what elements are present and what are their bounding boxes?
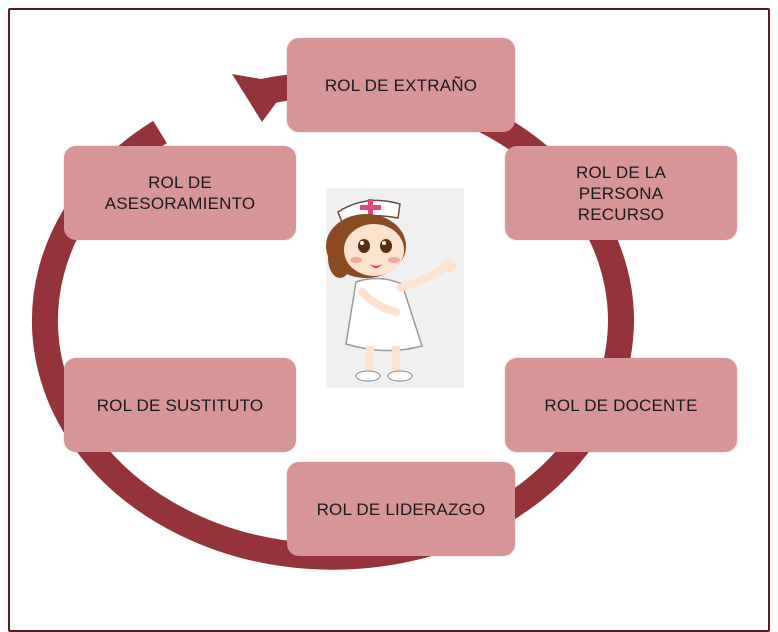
role-extrano: ROL DE EXTRAÑO <box>287 38 515 132</box>
nurse-illustration <box>326 188 464 388</box>
role-sustituto: ROL DE SUSTITUTO <box>64 358 296 452</box>
role-asesoramiento-label: ROL DE ASESORAMIENTO <box>104 173 256 213</box>
role-asesoramiento: ROL DE ASESORAMIENTO <box>64 146 296 240</box>
role-extrano-label: ROL DE EXTRAÑO <box>324 75 478 95</box>
role-liderazgo-label: ROL DE LIDERAZGO <box>316 499 486 519</box>
role-sustituto-label: ROL DE SUSTITUTO <box>96 395 264 415</box>
role-persona-recurso-label: ROL DE LA PERSONA RECURSO <box>576 162 666 224</box>
role-persona-recurso: ROL DE LA PERSONA RECURSO <box>505 146 737 240</box>
nurse-icon <box>326 199 456 382</box>
role-liderazgo: ROL DE LIDERAZGO <box>287 462 515 556</box>
role-docente: ROL DE DOCENTE <box>505 358 737 452</box>
role-docente-label: ROL DE DOCENTE <box>544 395 698 415</box>
cycle-arrow-head <box>232 74 290 122</box>
